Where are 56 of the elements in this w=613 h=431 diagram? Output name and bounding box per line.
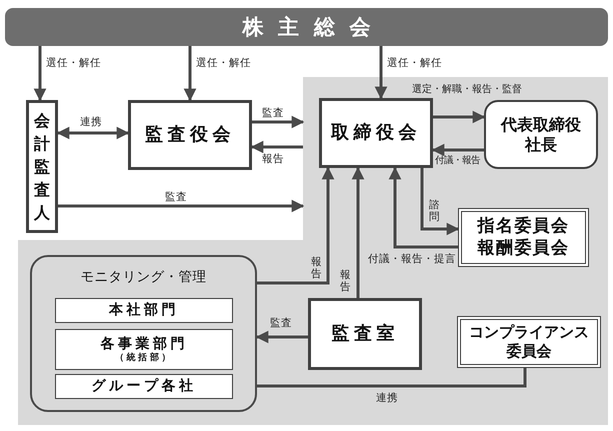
committee-box — [458, 208, 589, 267]
edge-label: 監査 — [165, 192, 187, 204]
rounded-box — [484, 100, 598, 169]
arrow — [388, 166, 458, 248]
edge-label: 報告 — [311, 257, 322, 280]
edge-label: 連携 — [376, 393, 398, 405]
unit-box — [55, 329, 233, 370]
sub-label: （統括部） — [114, 354, 174, 363]
node-label: 本社部門 — [109, 302, 179, 320]
edge-label: 報告 — [340, 270, 350, 294]
header-band — [5, 8, 608, 46]
unit-box — [55, 374, 233, 399]
committee-box — [457, 316, 601, 368]
arrow — [56, 126, 130, 140]
arrow — [256, 330, 308, 344]
node-label: モニタリング・管理 — [80, 269, 206, 286]
unit-box — [55, 298, 233, 323]
edge-label: 報告 — [262, 154, 284, 166]
edge-label: 選定・解職・報告・監督 — [412, 84, 522, 95]
edge-label: 付議・報告 — [435, 156, 480, 166]
node-label: 報酬委員会 — [478, 238, 570, 259]
process-box — [128, 100, 252, 170]
arrow — [250, 140, 303, 154]
heading: 株主総会 — [242, 14, 386, 40]
connector-line — [257, 368, 526, 388]
arrow — [432, 144, 484, 156]
process-box — [308, 298, 422, 370]
node-label: 取締役会 — [331, 122, 421, 144]
edge-label: 付議・報告・提言 — [368, 254, 456, 266]
node-label: 指名委員会 — [478, 216, 570, 238]
edge-label: 監査 — [270, 318, 292, 330]
process-box — [26, 100, 58, 233]
arrow — [420, 168, 460, 236]
edge-label: 選任・解任 — [196, 58, 251, 70]
arrow — [252, 116, 304, 128]
arrow — [58, 200, 304, 212]
arrow — [433, 110, 486, 124]
edge-label: 選任・解任 — [387, 58, 442, 70]
node-label: コンプライアンス委員会 — [468, 323, 590, 361]
process-box — [319, 98, 433, 168]
arrow — [374, 46, 388, 100]
node-label: 監査役会 — [145, 124, 235, 146]
edge-label: 選任・解任 — [46, 58, 101, 70]
node-label: 代表取締役社長 — [500, 114, 582, 154]
node-label: 会計監査人 — [34, 110, 50, 224]
node-label: 監査室 — [331, 322, 399, 346]
arrow — [184, 46, 196, 102]
arrow — [34, 46, 46, 102]
arrow — [257, 166, 334, 284]
node-label: グループ各社 — [92, 378, 196, 396]
arrow — [352, 166, 364, 298]
node-label: 各事業部門 — [100, 336, 188, 352]
edge-label: 監査 — [262, 108, 284, 120]
edge-label: 連携 — [80, 117, 102, 129]
rounded-panel — [30, 255, 257, 412]
edge-label: 諮問 — [429, 200, 440, 224]
